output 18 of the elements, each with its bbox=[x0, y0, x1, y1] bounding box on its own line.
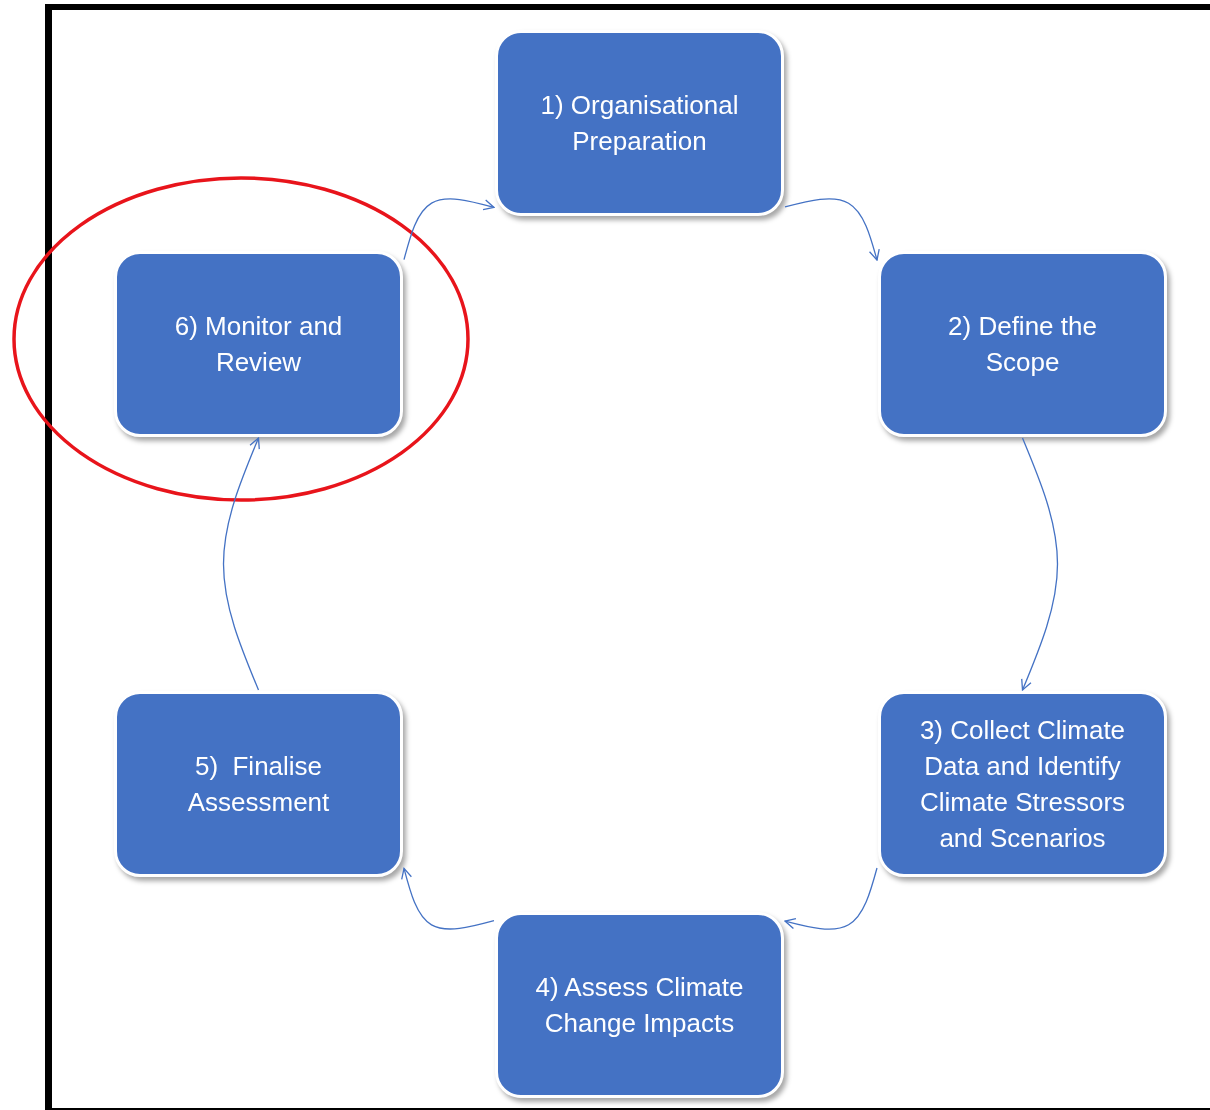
process-box bbox=[878, 251, 1167, 437]
step-label: 2) Define the Scope bbox=[947, 310, 1098, 379]
process-box bbox=[114, 251, 403, 437]
curved-arrow bbox=[1021, 437, 1059, 691]
curved-arrow bbox=[401, 867, 495, 930]
curved-arrow bbox=[784, 198, 880, 261]
process-box bbox=[495, 912, 784, 1098]
process-box bbox=[114, 691, 403, 877]
curved-arrow bbox=[784, 867, 878, 930]
step-label: 4) Assess Climate Change Impacts bbox=[534, 971, 745, 1040]
step-label: 3) Collect Climate Data and Identify Climate Stressors and Scenarios bbox=[918, 714, 1127, 855]
process-box bbox=[878, 691, 1167, 877]
curved-arrow bbox=[222, 437, 260, 691]
step-label: 6) Monitor and Review bbox=[173, 310, 344, 379]
curved-arrow bbox=[403, 198, 495, 261]
step-label: 5) Finalise Assessment bbox=[186, 750, 331, 819]
step-label: 1) Organisational Preparation bbox=[539, 89, 740, 158]
process-box bbox=[495, 30, 784, 216]
